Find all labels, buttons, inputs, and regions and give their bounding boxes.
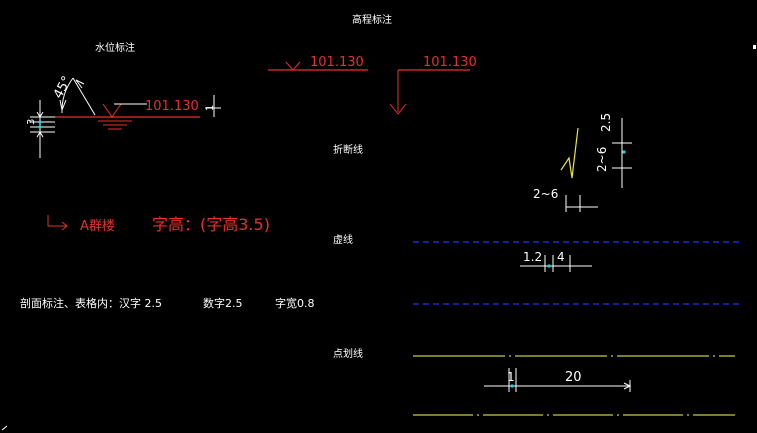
font-height-label: 字高：(字高3.5) — [152, 215, 270, 234]
cursor-marker — [753, 45, 756, 49]
elevation-symbol-b[interactable] — [389, 69, 470, 115]
dashed-line-label: 虚线 — [333, 233, 353, 246]
break-line-label: 折断线 — [333, 143, 363, 156]
elevation-b-value: 101.130 — [423, 55, 477, 70]
dashed-dimensions — [520, 255, 592, 272]
index-arrow-icon — [47, 215, 68, 231]
dim-1-label: 1 — [205, 105, 216, 111]
break-line-dimensions — [565, 118, 632, 212]
elevation-a-value: 101.130 — [310, 55, 364, 70]
angle-label: 45° — [51, 74, 75, 101]
letters-note: 字宽0.8 — [275, 296, 315, 310]
elevation-title: 高程标注 — [352, 13, 392, 26]
water-level-symbol[interactable] — [55, 103, 200, 130]
index-label: A群楼 — [80, 219, 115, 234]
dash-dot-dim-20: 20 — [565, 370, 582, 385]
dash-dim-4: 4 — [557, 250, 565, 264]
digits-note: 数字2.5 — [203, 296, 243, 310]
water-level-value: 101.130 — [145, 99, 199, 114]
dash-dot-dim-1: 1 — [507, 370, 515, 384]
water-level-title: 水位标注 — [95, 41, 135, 54]
spec-note: 剖面标注、表格内：汉字 2.5 — [20, 296, 162, 310]
dash-dot-line-label: 点划线 — [333, 347, 363, 360]
break-dim-2-6-horizontal: 2~6 — [533, 187, 558, 201]
corner-icon — [1, 425, 8, 431]
break-line-symbol[interactable] — [560, 127, 579, 179]
elevation-symbol-a[interactable] — [268, 61, 368, 71]
left-dimension-stack — [30, 100, 55, 158]
dash-dim-1-2: 1.2 — [523, 250, 542, 264]
angle-annotation — [59, 77, 96, 116]
dim-3-label: 3 — [26, 119, 37, 125]
break-dim-2-6: 2~6 — [595, 147, 609, 172]
dash-dot-dimensions — [484, 368, 632, 392]
break-dim-2-5: 2.5 — [599, 113, 613, 132]
right-small-dim — [205, 95, 221, 117]
